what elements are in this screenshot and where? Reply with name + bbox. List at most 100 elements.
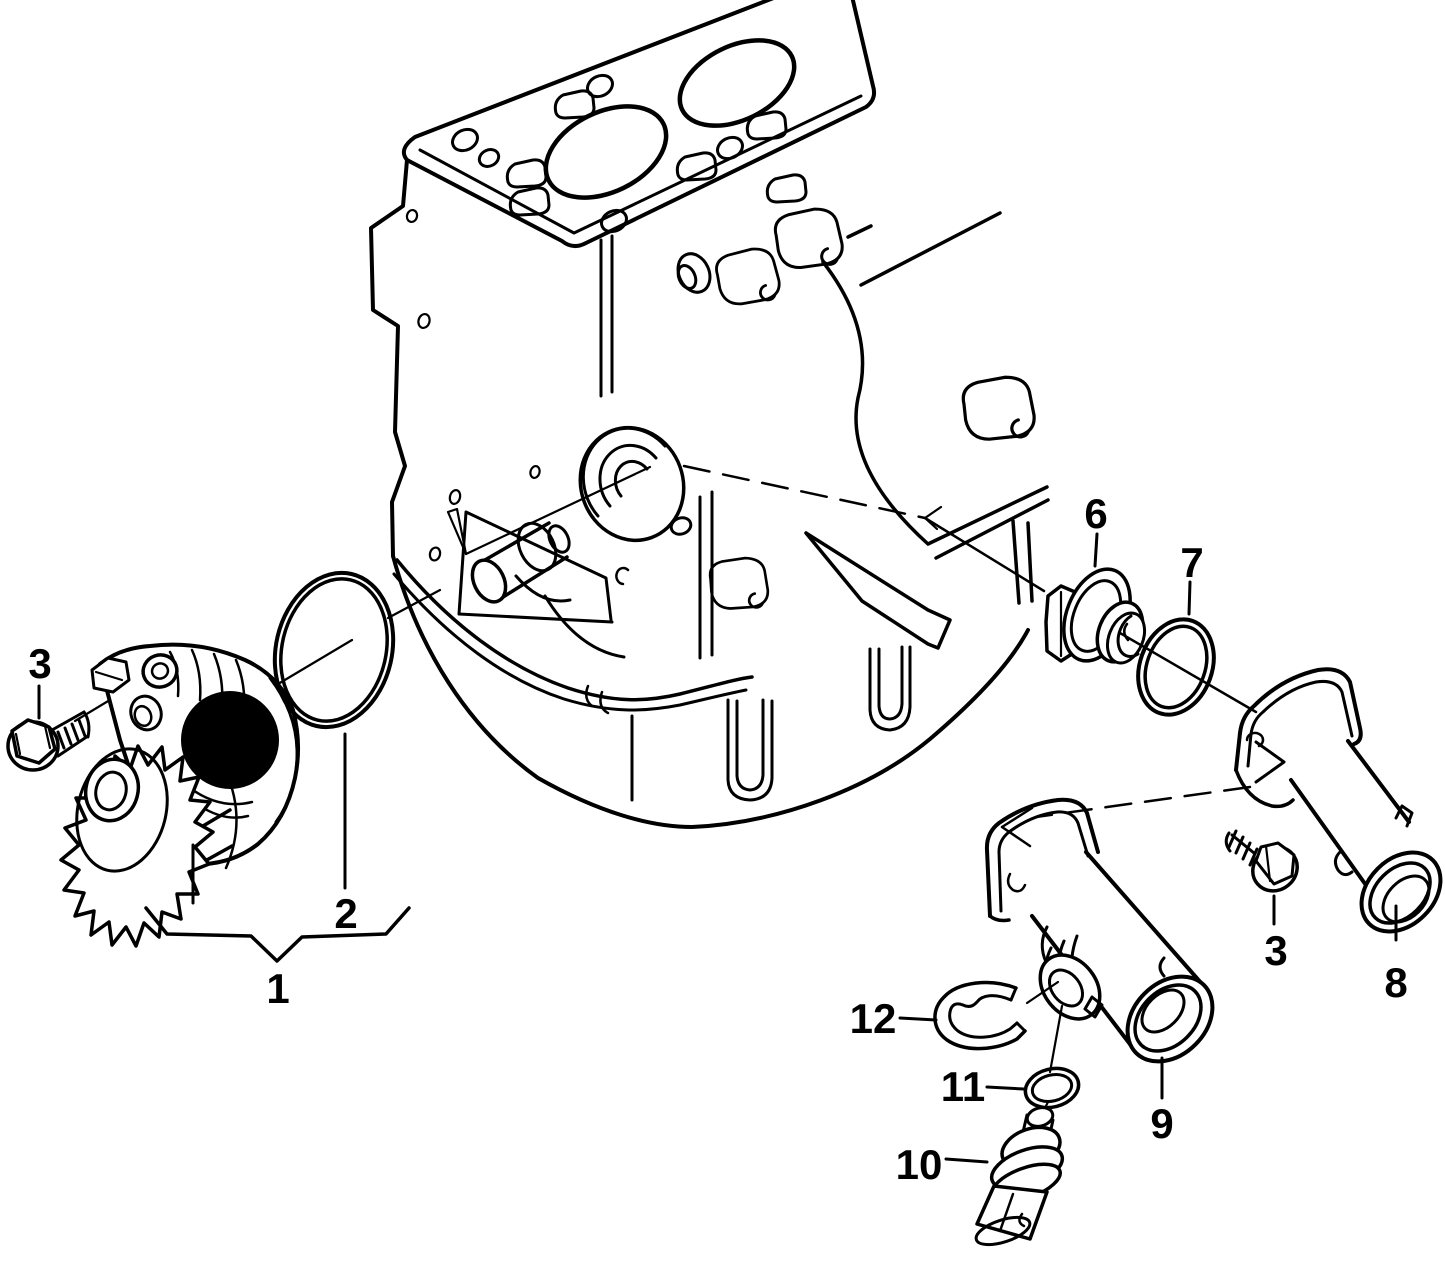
retaining-clip-12 [898,980,1060,1051]
block-left-edge [369,158,409,558]
callout-labels: 3 2 1 6 7 3 8 9 10 11 12 [28,490,1407,1188]
pump-eyelet-mid [129,694,163,732]
leader-line-6 [1093,532,1099,568]
callout-3-pump-bolt: 3 [28,640,51,687]
pump-eyelet-top [141,653,179,689]
block-oval-boss [676,252,712,294]
pan-flange-line [395,558,754,702]
leader-line-11 [985,1085,1026,1091]
blackout-dot [181,691,279,789]
callout-3-flange-bolt: 3 [1264,927,1287,974]
group-bracket-1 [144,906,411,963]
pipe-9-lugs [1083,956,1166,1019]
flange-bolt-threads [1224,829,1259,867]
coolant-pipe-9-group [898,797,1215,1247]
pump-oring-2 [272,570,396,730]
pump-hex-boss [90,656,131,694]
pump-bolt [6,710,91,772]
flange-8-plate-bottom [1234,768,1295,809]
head-gasket-surface [401,0,877,248]
coolant-flange-8-group [1000,667,1443,942]
callout-12-retaining-clip: 12 [850,995,897,1042]
clip-end-caps [1009,986,1027,1033]
flange-8-pipe-bore [1381,874,1431,924]
oring-7-inner [1143,624,1209,710]
engine-block [369,0,1050,829]
hidden-path-dashed-line [682,464,927,520]
callout-6-thermostat: 6 [1084,490,1107,537]
core-plug-2 [712,244,784,310]
block-right-side-edges [821,211,1050,605]
callout-10-temp-sensor: 10 [896,1141,943,1188]
leader-solid-segment [923,516,1046,593]
dome-ear [669,516,693,536]
pump-eyelet-mid-inner [133,704,153,728]
pump-shaft-stub [470,521,626,659]
flange-8-plate-inner [1246,680,1354,768]
pan-flange-line-2 [392,572,748,712]
leader-line-10 [944,1157,989,1164]
pump-mount-panel [457,510,614,624]
timing-gear [59,744,238,948]
sensor-oring-11 [985,1066,1081,1110]
axis-wedge-arrow [446,507,468,556]
callout-7-thermostat-oring: 7 [1180,539,1203,586]
oring-2-inner [279,577,389,723]
gasket-water-passages [505,89,808,217]
flange-8-dashed-leader [1034,785,1252,819]
leader-line-7 [1187,580,1192,616]
flange-8-notch-curl [1245,731,1265,748]
gear-hub-inner [94,770,128,812]
oring-11-outer [1023,1066,1081,1110]
oring-2-outer [272,570,396,730]
sensor-base-notch [1018,1212,1026,1228]
oring-7-outer [1136,617,1216,717]
thermostat-oring-7 [1136,617,1216,717]
pan-rail [804,531,952,650]
temp-sensor-10 [944,1004,1065,1247]
leader-line-12 [898,1016,938,1022]
flange-8-notch [1254,740,1286,784]
clip-outer [933,980,1027,1051]
flange-bolt-hex [1254,841,1296,886]
thermostat-c-hook [1123,622,1130,642]
flange-8-plate-outer [1234,667,1363,772]
bolt-threads [50,710,91,758]
core-plug-4 [707,555,771,612]
callout-9-coolant-pipe: 9 [1150,1100,1173,1147]
thermostat-seat-leader [682,464,1046,593]
flange-8-side-tab [1333,850,1354,877]
flange-bolt-3 [1224,829,1299,893]
callout-1-pump-group: 1 [266,965,289,1012]
pan-bolt-slots [726,645,912,802]
sensor-boss-inner [1047,968,1085,1008]
clip-pointer-line [1025,980,1060,1005]
left-face-holes [405,208,541,562]
callout-11-sensor-oring: 11 [941,1063,985,1110]
block-small-curls [584,566,630,715]
surface-rim-line [418,94,863,235]
dome-ribs [581,426,667,518]
sensor-body-facet [998,1192,1015,1233]
bolt-hex-head [10,718,57,765]
core-plugs [707,204,1038,612]
thermostat-axis-line [1118,631,1258,714]
pump-eyelet-top-inner [150,662,170,680]
callout-8-coolant-flange: 8 [1384,959,1407,1006]
flange-8-top-nub [1394,804,1414,828]
pipe-9-plate-outer [984,797,1100,918]
thermostat-group [1044,532,1258,717]
oring-11-inner [1030,1072,1074,1104]
flange-8-leader-arrow [1000,806,1034,848]
pipe-9-plate-inner [997,810,1090,913]
flange-8-pipe-edges [1289,739,1411,890]
sensor-boss-connector [1040,925,1049,964]
flange-bolt-facet [1264,844,1272,883]
oil-pan-outline [391,554,1030,829]
bolt-head-facets [14,724,52,756]
pipe-9-bore [1140,988,1186,1034]
pipe-9-plate-bottom [988,914,1011,923]
pump-boss-facet [94,670,124,682]
